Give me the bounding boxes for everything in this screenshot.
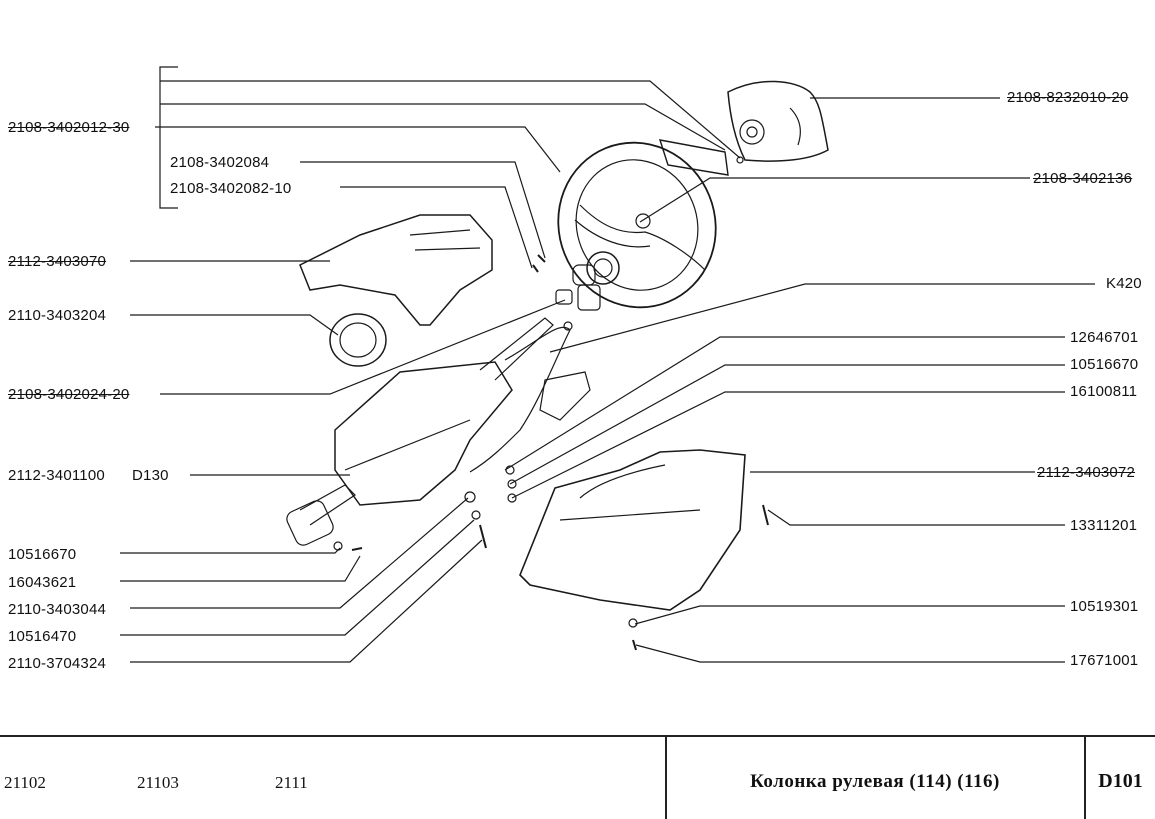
label-2112-3401100: 2112-3401100 <box>8 467 105 484</box>
label-16043621: 16043621 <box>8 574 77 591</box>
label-10516670-left: 10516670 <box>8 546 77 563</box>
label-2110-3403044: 2110-3403044 <box>8 601 107 618</box>
label-12646701: 12646701 <box>1070 329 1139 346</box>
label-16100811: 16100811 <box>1070 383 1138 400</box>
label-k420: K420 <box>1106 275 1142 292</box>
label-2108-3402012-30: 2108-3402012-30 <box>8 119 130 136</box>
label-2110-3403204: 2110-3403204 <box>8 307 107 324</box>
steering-column-exploded-diagram <box>120 66 1095 663</box>
footer-divider <box>1084 737 1086 819</box>
label-2110-3704324: 2110-3704324 <box>8 655 107 672</box>
label-13311201: 13311201 <box>1070 517 1138 534</box>
label-2112-3403070: 2112-3403070 <box>8 253 107 270</box>
label-17671001: 17671001 <box>1070 652 1139 669</box>
label-10516470: 10516470 <box>8 628 77 645</box>
title-block: 21102 21103 2111 Колонка рулевая (114) (… <box>0 735 1155 819</box>
label-2112-3403072: 2112-3403072 <box>1037 464 1136 481</box>
model-21102: 21102 <box>4 773 46 792</box>
label-2108-3402082-10: 2108-3402082-10 <box>170 180 292 197</box>
label-2108-3402024-20: 2108-3402024-20 <box>8 386 130 403</box>
model-21103: 21103 <box>137 773 179 792</box>
label-2108-3402084: 2108-3402084 <box>170 154 270 171</box>
page-title: Колонка рулевая (114) (116) <box>750 771 1000 792</box>
label-d130: D130 <box>132 467 169 484</box>
label-2108-8232010-20: 2108-8232010-20 <box>1007 89 1129 106</box>
page-code: D101 <box>1098 770 1143 792</box>
label-10516670-right: 10516670 <box>1070 356 1139 373</box>
label-2108-3402136: 2108-3402136 <box>1033 170 1133 187</box>
label-10519301: 10519301 <box>1070 598 1139 615</box>
footer-divider <box>665 737 667 819</box>
model-2111: 2111 <box>275 773 308 792</box>
